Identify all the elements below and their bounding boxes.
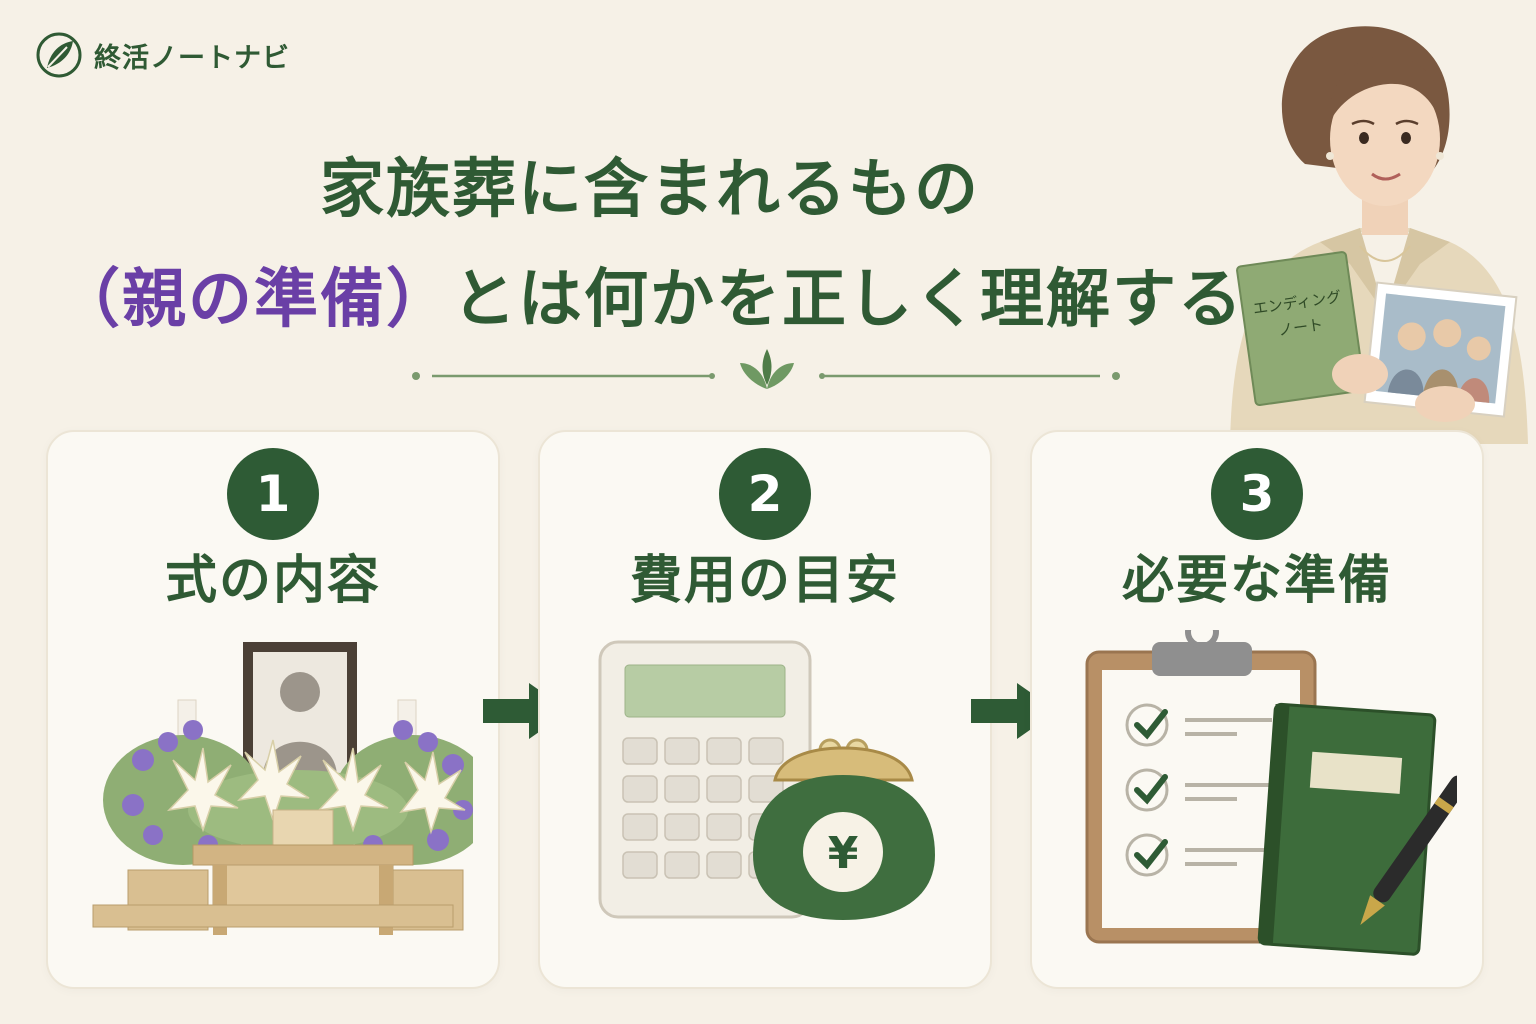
pen-icon [1360,775,1457,925]
step-number-badge: 1 [227,448,319,540]
step-title: 必要な準備 [1121,551,1392,611]
yen-symbol: ¥ [828,828,859,879]
family-photo [1363,281,1518,418]
page-title-accent: （親の準備） [56,263,452,337]
calculator-purse-icon: ¥ [598,640,935,920]
brand-logo: 終活ノートナビ [34,30,290,80]
check-icon [1125,768,1169,812]
step-number-badge: 3 [1211,448,1303,540]
funeral-altar-icon [92,642,473,935]
page-title-line-1: 家族葬に含まれるもの [320,153,980,227]
page-title-rest: とは何かを正しく理解する [452,263,1244,337]
ending-note-book: エンディング ノート [1236,251,1366,407]
sprout-divider [412,349,1120,389]
step-title: 式の内容 [164,551,381,611]
step-card-1: 1 式の内容 [46,430,500,989]
step-title: 費用の目安 [629,551,900,611]
check-icon [1125,703,1169,747]
checklist-notebook-icon [1085,630,1457,956]
woman-holding-ending-note-illustration: エンディング ノート [1230,26,1528,444]
brand-name: 終活ノートナビ [94,42,290,74]
check-icon [1125,833,1169,877]
sprout-icon [740,349,794,389]
leaf-pen-icon [36,32,82,78]
page-title-line-2: （親の準備）とは何かを正しく理解する [0,248,1300,340]
step-card-3: 3 必要な準備 [1030,430,1484,989]
step-card-2: 2 費用の目安 ¥ [538,430,992,989]
step-number-badge: 2 [719,448,811,540]
